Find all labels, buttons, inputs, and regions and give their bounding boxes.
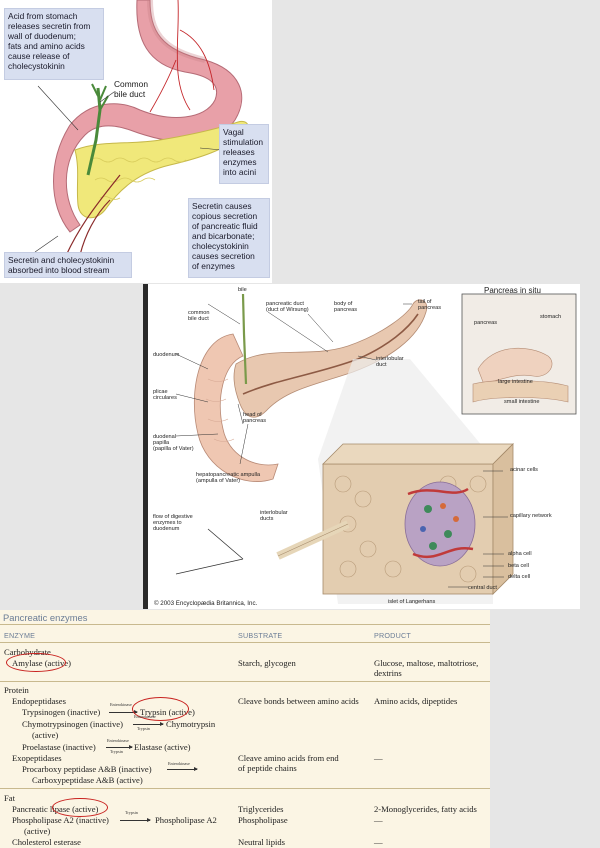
product-phospholipase: — [374, 815, 383, 825]
arrow-chymotrypsinogen [133, 722, 164, 726]
label-islet-of-langerhans: islet of Langerhans [388, 599, 436, 605]
arrow-label-enterokinase-2: Enterokinase [134, 714, 156, 719]
label-tail-of-pancreas: tail of pancreas [418, 299, 442, 312]
callout-vagal-stimulation: Vagal stimulation releases enzymes into … [219, 124, 269, 184]
arrow-label-trypsin-3: Trypsin [125, 810, 138, 815]
enzyme-procarboxypeptidase: Procarboxy peptidase A&B (inactive) [22, 764, 152, 774]
arrow-label-enterokinase-1: Enterokinase [110, 702, 132, 707]
category-fat: Fat [4, 793, 15, 803]
label-central-duct: central duct [468, 585, 497, 591]
substrate-phospholipase: Phospholipase [238, 815, 288, 825]
enzyme-phospholipase: Phospholipase A2 [155, 815, 217, 825]
stomach-pancreas-illustration [34, 0, 249, 271]
enzyme-phospholipase-active: (active) [24, 826, 51, 836]
annotation-circle-lipase [52, 798, 108, 817]
product-monoglycerides: 2-Monoglycerides, fatty acids [374, 804, 477, 814]
annotation-circle-trypsin [132, 697, 189, 721]
enzyme-chymotrypsin-active: (active) [32, 730, 59, 740]
callout-absorbed-blood-stream: Secretin and cholecystokinin absorbed in… [4, 252, 132, 278]
pancreatic-enzymes-table: Pancreatic enzymes ENZYME SUBSTRATE PROD… [0, 610, 490, 848]
arrow-label-trypsin-1: Trypsin [137, 726, 150, 731]
enzyme-cholesterol-esterase: Cholesterol esterase [12, 837, 81, 847]
label-common-bile-duct: Common bile duct [114, 79, 148, 99]
page-background [580, 284, 600, 610]
inset-label-stomach: stomach [540, 314, 562, 320]
label-flow-of-enzymes: flow of digestive enzymes to duodenum [153, 514, 193, 533]
digestion-figure: Acid from stomach releases secretin from… [0, 0, 272, 283]
product-cholesterol: — [374, 837, 383, 847]
product-endo: Amino acids, dipeptides [374, 696, 458, 706]
label-plicae-circulares: plicae circulares [153, 389, 177, 402]
substrate-triglycerides: Triglycerides [238, 804, 284, 814]
label-duodenal-papilla: duodenal papilla (papilla of Vater) [153, 434, 194, 453]
callout-acid-stomach: Acid from stomach releases secretin from… [4, 8, 104, 80]
table-rule-header [0, 642, 490, 643]
label-capillary-network: capillary network [510, 513, 552, 519]
enzyme-chymotrypsinogen: Chymotrypsinogen (inactive) [22, 719, 123, 729]
product-glucose: Glucose, maltose, maltotriose, dextrins [374, 658, 479, 679]
table-rule-protein [0, 788, 490, 789]
pancreas-anatomy-illustration [175, 293, 577, 604]
label-interlobular-ducts: interlobular ducts [260, 510, 288, 523]
inset-label-large-intestine: large intestine [498, 379, 533, 385]
header-substrate: SUBSTRATE [238, 631, 283, 640]
substrate-neutral-lipids: Neutral lipids [238, 837, 286, 847]
label-bile: bile [238, 287, 247, 293]
label-common-bile-duct-2: common bile duct [188, 310, 210, 323]
inset-title: Pancreas in situ [484, 286, 541, 295]
label-head-of-pancreas: head of pancreas [243, 412, 267, 425]
table-rule-top [0, 624, 490, 625]
product-exo: — [374, 753, 383, 763]
table-rule-carb [0, 681, 490, 682]
enzyme-carboxypeptidase: Carboxypeptidase A&B (active) [32, 775, 143, 785]
arrow-label-ek-trypsin-1: Enterokinase [134, 714, 156, 719]
inset-label-pancreas: pancreas [474, 320, 498, 326]
enzyme-endopeptidases: Endopeptidases [12, 696, 66, 706]
arrow-label-enterokinase-3: Enterokinase [107, 738, 129, 743]
enzyme-trypsinogen: Trypsinogen (inactive) [22, 707, 101, 717]
label-delta-cell: delta cell [508, 574, 531, 580]
label-interlobular-duct: interlobular duct [376, 356, 404, 369]
enzyme-chymotrypsin: Chymotrypsin [166, 719, 216, 729]
enzyme-proelastase: Proelastase (inactive) [22, 742, 96, 752]
inset-label-small-intestine: small intestine [504, 399, 540, 405]
arrow-phospholipase [120, 818, 151, 822]
britannica-figure-frame: bile common bile duct pancreatic duct (d… [143, 284, 580, 609]
header-enzyme: ENZYME [4, 631, 36, 640]
annotation-circle-amylase [6, 653, 66, 672]
label-acinar-cells: acinar cells [510, 467, 538, 473]
label-beta-cell: beta cell [508, 563, 529, 569]
callout-secretin-causes: Secretin causes copious secretion of pan… [188, 198, 270, 278]
label-body-of-pancreas: body of pancreas [334, 301, 358, 314]
pancreas-anatomy-diagram: bile common bile duct pancreatic duct (d… [148, 284, 580, 609]
category-carbohydrate: Carbohydrate [4, 647, 51, 657]
copyright-notice: © 2003 Encyclopædia Britannica, Inc. [154, 600, 258, 607]
enzyme-elastase: Elastase (active) [134, 742, 191, 752]
label-ampulla: hepatopancreatic ampulla (ampulla of Vat… [196, 472, 261, 485]
enzyme-exopeptidases: Exopeptidases [12, 753, 62, 763]
arrow-label-trypsin-2: Trypsin [110, 749, 123, 754]
label-alpha-cell: alpha cell [508, 551, 532, 557]
substrate-endo: Cleave bonds between amino acids [238, 696, 359, 706]
arrow-procarboxypeptidase [167, 767, 198, 771]
table-title: Pancreatic enzymes [3, 612, 88, 623]
substrate-starch: Starch, glycogen [238, 658, 296, 668]
enzyme-phospholipase-inactive: Phospholipase A2 (inactive) [12, 815, 109, 825]
substrate-exo: Cleave amino acids from end of peptide c… [238, 753, 339, 774]
arrow-label-enterokinase-4: Enterokinase [168, 761, 190, 766]
arrow-proelastase [106, 745, 133, 749]
label-pancreatic-duct: pancreatic duct (duct of Wirsung) [266, 301, 309, 314]
category-protein: Protein [4, 685, 29, 695]
label-duodenum: duodenum [153, 352, 180, 358]
header-product: PRODUCT [374, 631, 411, 640]
